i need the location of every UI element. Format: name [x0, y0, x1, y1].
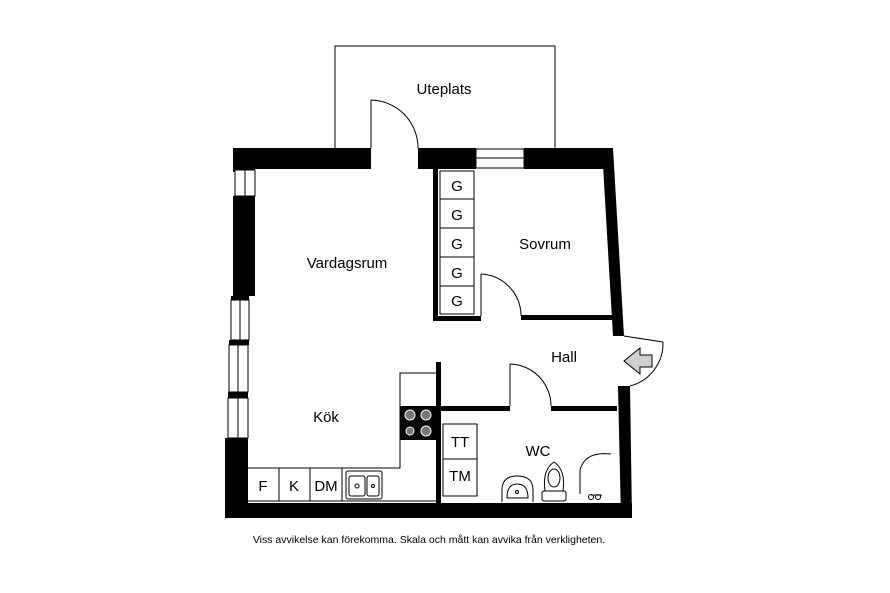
room-label-uteplats: Uteplats [416, 81, 471, 98]
wc-door [509, 363, 552, 407]
interior-walls [433, 169, 617, 503]
laundry-units: TT TM [442, 423, 478, 497]
wardrobe-column: G G G G G [439, 170, 475, 315]
windows [227, 148, 525, 439]
toilet-icon [541, 461, 567, 502]
room-label-kok: Kök [313, 409, 339, 426]
room-label-vardagsrum: Vardagsrum [307, 255, 388, 272]
shower-icon [579, 453, 612, 500]
wardrobe-label: G [451, 236, 463, 253]
exterior-walls [225, 148, 632, 518]
doors [370, 99, 664, 407]
wardrobe-label: G [451, 293, 463, 310]
washbasin-icon [501, 475, 534, 502]
wardrobe-label: G [451, 178, 463, 195]
freezer-label: K [289, 478, 299, 495]
dryer-label: TT [451, 434, 469, 451]
bedroom-door [480, 273, 522, 317]
washer-label: TM [449, 468, 471, 485]
wardrobe-label: G [451, 265, 463, 282]
room-label-sovrum: Sovrum [519, 236, 571, 253]
sink-icon [345, 470, 383, 500]
balcony-door [370, 99, 419, 149]
terrace [334, 45, 556, 148]
entrance-door [623, 335, 664, 387]
dishwasher-label: DM [314, 478, 337, 495]
room-label-hall: Hall [551, 349, 577, 366]
disclaimer-text: Viss avvikelse kan förekomma. Skala och … [252, 534, 606, 546]
fridge-label: F [258, 478, 267, 495]
entrance-arrow-icon [623, 346, 653, 376]
room-label-wc: WC [526, 443, 551, 460]
stove-icon [400, 406, 436, 440]
wardrobe-label: G [451, 207, 463, 224]
